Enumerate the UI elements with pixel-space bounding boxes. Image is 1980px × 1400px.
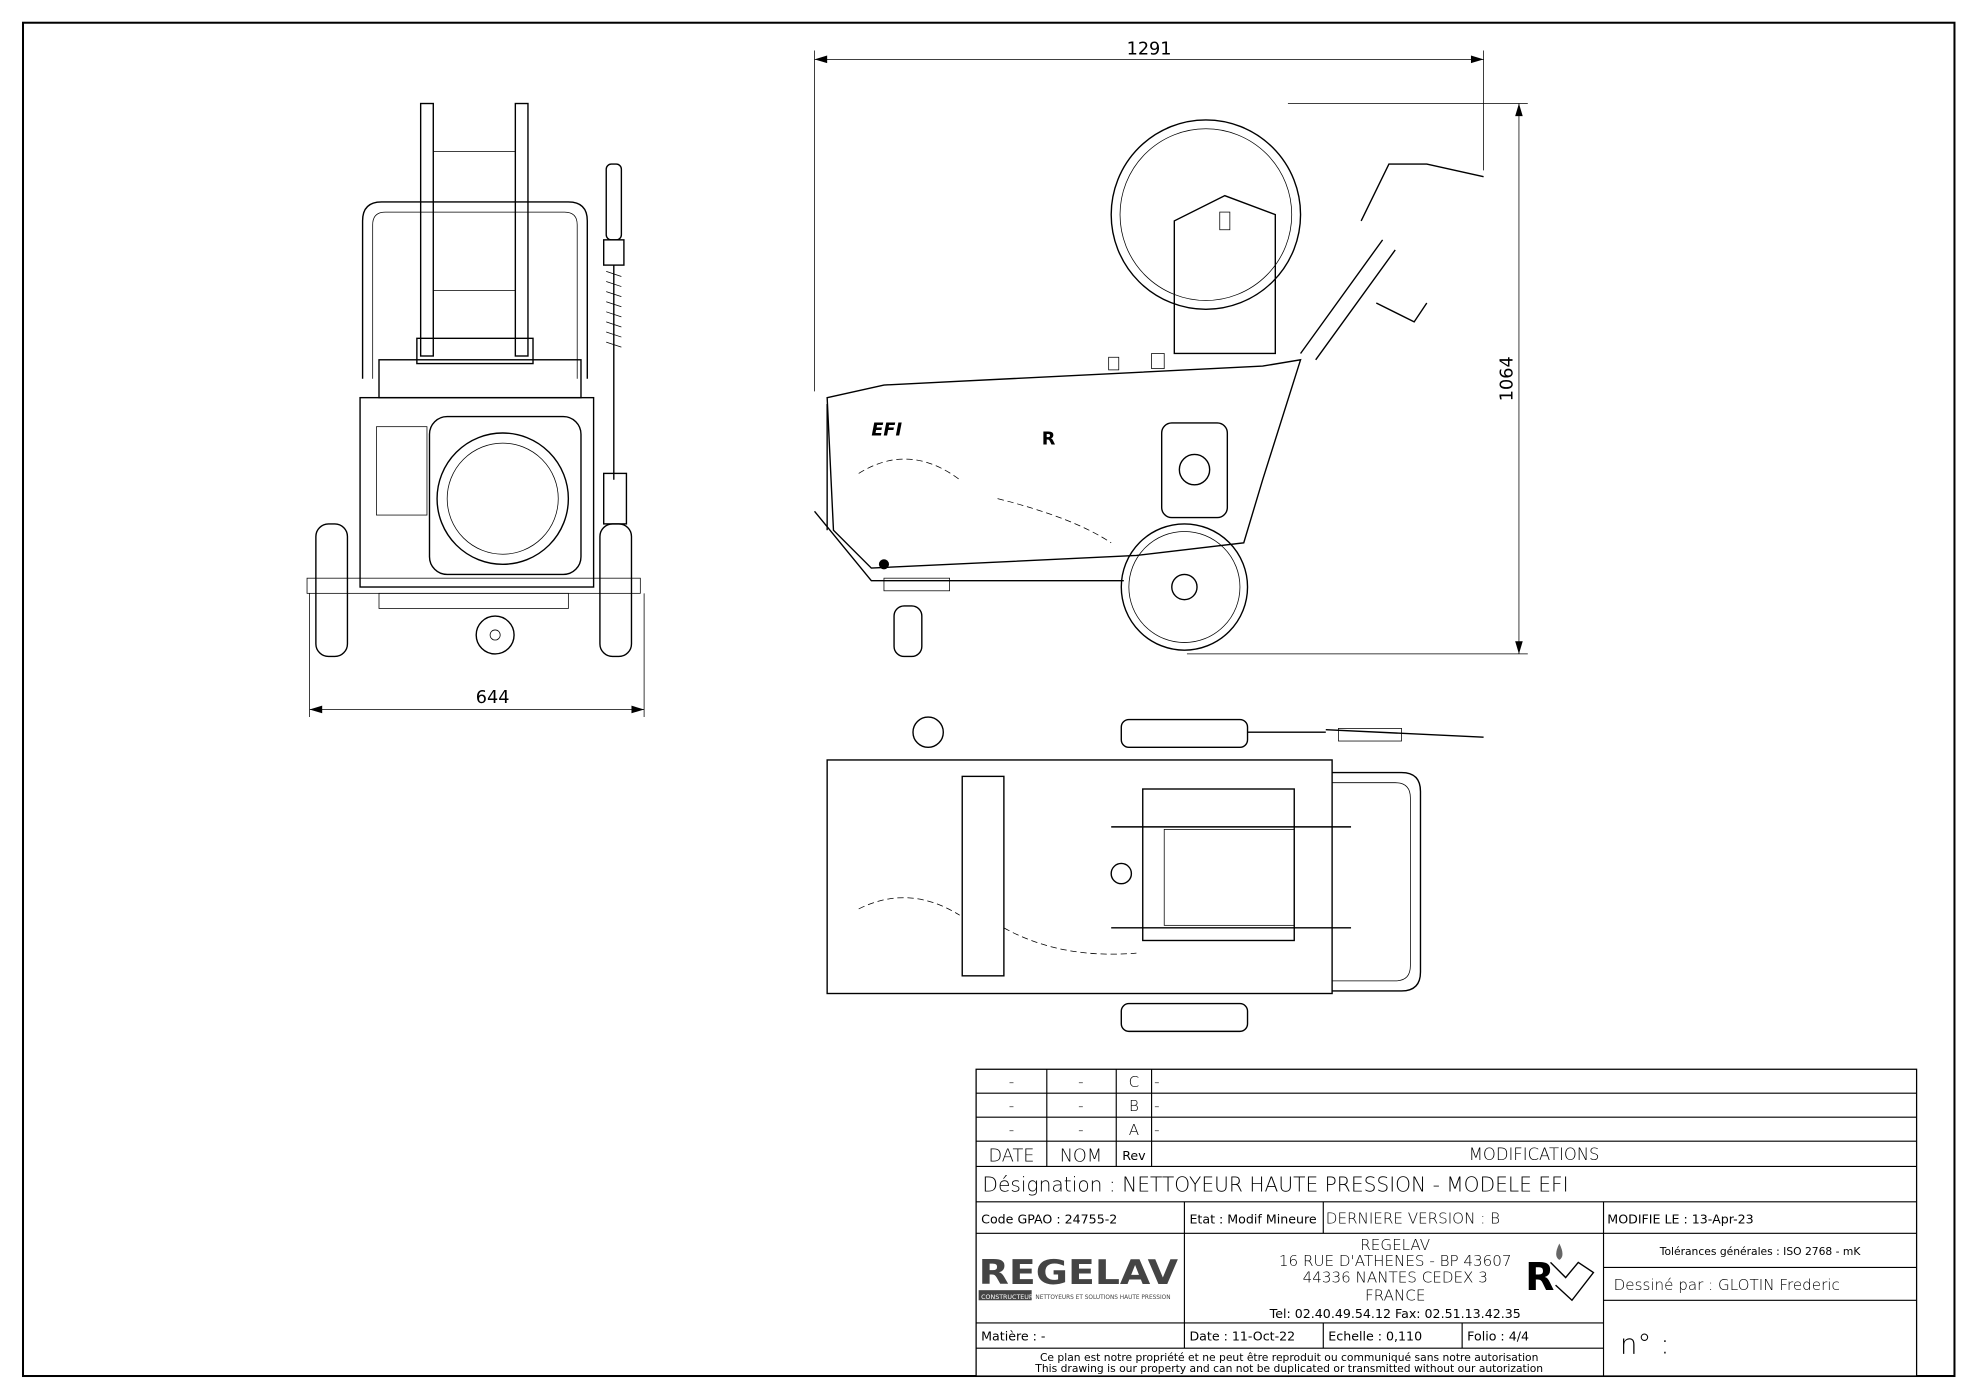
company-address1: 16 RUE D'ATHENES - BP 43607 bbox=[1279, 1252, 1512, 1270]
side-logo: R bbox=[1042, 429, 1056, 449]
company-country: FRANCE bbox=[1365, 1286, 1425, 1304]
rev-c-date: - bbox=[1009, 1073, 1014, 1091]
logo-tag-line: NETTOYEURS ET SOLUTIONS HAUTE PRESSION bbox=[1035, 1295, 1170, 1301]
drawing-number: n° : bbox=[1620, 1327, 1670, 1360]
notice-fr: Ce plan est notre propriété et ne peut ê… bbox=[1040, 1351, 1538, 1364]
title-block: - - C - - - B - - - A - DATE NOM Rev MOD… bbox=[975, 1068, 1918, 1377]
code-gpao: Code GPAO : 24755-2 bbox=[981, 1211, 1117, 1226]
side-view: EFI R bbox=[813, 119, 1484, 658]
header-modifications: MODIFICATIONS bbox=[1469, 1145, 1600, 1164]
logo-tag-constructeur: CONSTRUCTEUR bbox=[981, 1294, 1034, 1301]
length-dimension: 1291 bbox=[1127, 39, 1172, 59]
top-view bbox=[826, 716, 1484, 1033]
notice-en: This drawing is our property and can not… bbox=[1034, 1362, 1543, 1375]
rev-a-letter: A bbox=[1129, 1121, 1139, 1139]
designation: Désignation : NETTOYEUR HAUTE PRESSION -… bbox=[982, 1173, 1568, 1197]
date: Date : 11-Oct-22 bbox=[1189, 1329, 1295, 1344]
tolerances: Tolérances générales : ISO 2768 - mK bbox=[1659, 1245, 1862, 1258]
width-dimension: 644 bbox=[476, 688, 510, 708]
rev-b-letter: B bbox=[1129, 1097, 1139, 1115]
svg-text:R: R bbox=[1525, 1255, 1554, 1299]
header-rev: Rev bbox=[1122, 1148, 1146, 1163]
rev-b-nom: - bbox=[1078, 1097, 1083, 1115]
rev-a-nom: - bbox=[1078, 1121, 1083, 1139]
revision-rows: - - C - - - B - - - A - bbox=[1009, 1073, 1160, 1139]
derniere-version: DERNIERE VERSION : B bbox=[1326, 1209, 1500, 1227]
dessine-par: Dessiné par : GLOTIN Frederic bbox=[1614, 1276, 1840, 1294]
company-phone: Tel: 02.40.49.54.12 Fax: 02.51.13.42.35 bbox=[1269, 1306, 1521, 1321]
rev-b-date: - bbox=[1009, 1097, 1014, 1115]
rev-b-modification: - bbox=[1154, 1097, 1159, 1115]
height-dimension: 1064 bbox=[1498, 356, 1518, 401]
regelav-emblem: R bbox=[1525, 1243, 1595, 1302]
matiere: Matière : - bbox=[981, 1329, 1045, 1344]
company-name: REGELAV bbox=[1360, 1236, 1430, 1254]
header-date: DATE bbox=[988, 1146, 1034, 1166]
header-nom: NOM bbox=[1060, 1146, 1102, 1166]
echelle: Echelle : 0,110 bbox=[1328, 1329, 1422, 1344]
regelav-logo: REGELAV bbox=[979, 1253, 1179, 1293]
rev-c-modification: - bbox=[1154, 1073, 1159, 1091]
folio: Folio : 4/4 bbox=[1467, 1329, 1529, 1344]
front-view bbox=[306, 102, 641, 658]
dimensions: 1291 1064 644 bbox=[309, 39, 1528, 718]
company-address2: 44336 NANTES CEDEX 3 bbox=[1303, 1269, 1488, 1287]
rev-a-date: - bbox=[1009, 1121, 1014, 1139]
rev-c-letter: C bbox=[1129, 1073, 1140, 1091]
rev-a-modification: - bbox=[1154, 1121, 1159, 1139]
efi-badge: EFI bbox=[871, 421, 902, 441]
rev-c-nom: - bbox=[1078, 1073, 1083, 1091]
etat: Etat : Modif Mineure bbox=[1189, 1211, 1316, 1226]
modifie-le: MODIFIE LE : 13-Apr-23 bbox=[1607, 1211, 1753, 1226]
